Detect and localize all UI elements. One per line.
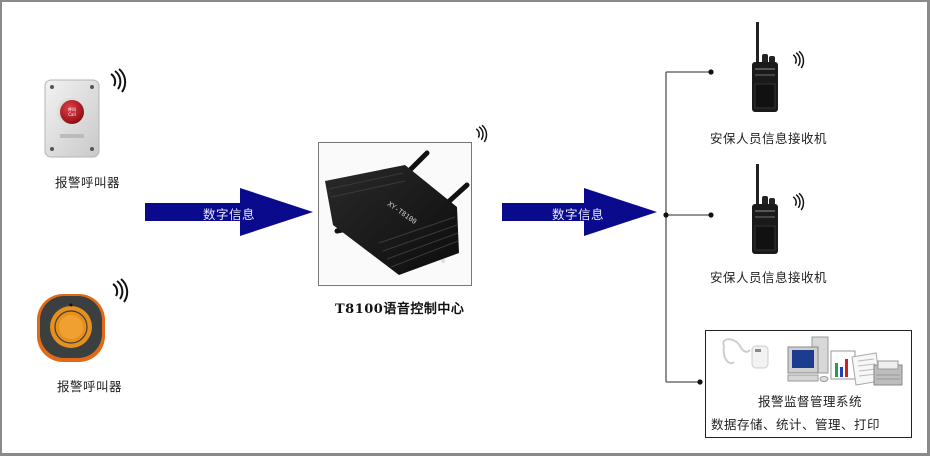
arrow-shape (502, 188, 657, 236)
connector-dot (708, 212, 714, 218)
chart-report-icon (830, 350, 881, 386)
wireless-signal-icon (792, 50, 805, 69)
wireless-signal-icon (475, 124, 488, 143)
connector-dot (663, 212, 669, 218)
management-system-box: 报警监督管理系统 数据存储、统计、管理、打印 (705, 330, 912, 438)
control-center-label: T8100语音控制中心 (335, 302, 465, 317)
source-label: 报警呼叫器 (57, 379, 123, 394)
system-title: 报警监督管理系统 (758, 394, 863, 409)
arrow-label: 数字信息 (203, 207, 256, 222)
source-round-alarm (35, 292, 107, 364)
walkie-talkie-icon (752, 22, 778, 112)
system-subtitle: 数据存储、统计、管理、打印 (711, 417, 881, 432)
receiver-radio (748, 164, 782, 256)
arrow-shape (145, 188, 313, 236)
wireless-signal-icon (792, 192, 805, 211)
receiver-radio (748, 22, 782, 114)
wireless-signal-icon (112, 278, 129, 303)
printer-icon (873, 360, 903, 386)
flow-arrow-right (502, 188, 657, 236)
svg-text:Call: Call (68, 112, 75, 117)
connector-dot (708, 69, 714, 75)
control-center-photo: XY-T8100 (318, 142, 472, 286)
walkie-talkie-icon (752, 164, 778, 254)
voice-control-center-device-icon: XY-T8100 (325, 150, 470, 275)
usb-receiver-icon (722, 338, 769, 369)
round-alarm-caller-icon (37, 294, 105, 362)
flow-arrow-left (145, 188, 313, 236)
wireless-signal-icon (110, 68, 127, 93)
connector-dot (697, 379, 703, 385)
computer-icon (787, 336, 829, 382)
svg-text:呼叫: 呼叫 (68, 106, 76, 112)
arrow-label: 数字信息 (552, 207, 605, 222)
source-label: 报警呼叫器 (55, 175, 121, 190)
receiver-label: 安保人员信息接收机 (710, 131, 828, 146)
receiver-label: 安保人员信息接收机 (710, 270, 828, 285)
source-wall-alarm: 呼叫 Call (44, 79, 100, 159)
wall-alarm-button-icon: 呼叫 Call (44, 79, 100, 158)
